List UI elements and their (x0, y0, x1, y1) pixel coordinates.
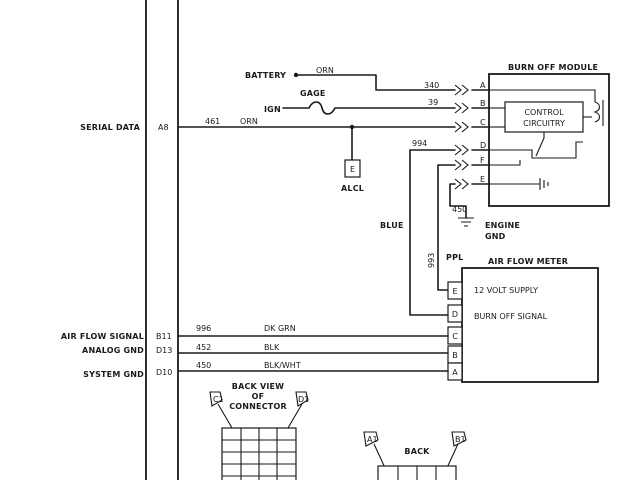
wire-994 (409, 149, 456, 316)
afm-burn-off-label: BURN OFF SIGNAL (474, 312, 548, 321)
bom-pin-d: D (480, 141, 486, 150)
wire-996-number: 996 (196, 324, 211, 333)
back-label: BACK (404, 447, 430, 456)
bom-connector-chevrons (454, 84, 469, 190)
wire-orn-battery: ORN (316, 66, 334, 75)
ecm-pin-a8: A8 (158, 123, 169, 132)
wire-993 (437, 164, 456, 291)
wire-ppl-label: PPL (446, 253, 463, 262)
afm-pin-a: A (452, 368, 458, 377)
bom-pin-f: F (480, 156, 485, 165)
control-label-1: CONTROL (524, 108, 564, 117)
battery-label: BATTERY (245, 71, 286, 80)
back-view-line1: BACK VIEW (232, 382, 284, 391)
gage-label: GAGE (300, 89, 326, 98)
afm-title: AIR FLOW METER (488, 257, 568, 266)
ign-label: IGN (264, 105, 281, 114)
system-gnd-label: SYSTEM GND (83, 370, 144, 379)
wire-dk-grn: DK GRN (264, 324, 296, 333)
afm-pin-b: B (452, 351, 458, 360)
d1-label: D1 (298, 395, 309, 404)
wire-450 (449, 183, 467, 219)
afm-12v-label: 12 VOLT SUPPLY (474, 286, 538, 295)
bom-pin-c: C (480, 118, 486, 127)
module-ground-icon (539, 178, 549, 190)
back-view-line3: CONNECTOR (229, 402, 287, 411)
bom-pin-e: E (480, 175, 485, 184)
alcl-pin: E (350, 165, 355, 174)
a1-flag (363, 431, 379, 447)
back-connector: A1 B1 BACK (363, 431, 467, 480)
burn-off-module (488, 73, 610, 207)
alcl-label: ALCL (341, 184, 364, 193)
wire-39 (282, 101, 456, 115)
engine-gnd-line1: ENGINE (485, 221, 520, 230)
wire-450b-number: 450 (196, 361, 211, 370)
bom-pin-b: B (480, 99, 486, 108)
analog-gnd-label: ANALOG GND (82, 346, 144, 355)
air-flow-meter (461, 267, 599, 383)
bom-pin-a: A (480, 81, 486, 90)
wire-340-number: 340 (424, 81, 439, 90)
b1-flag (451, 431, 467, 447)
c1-flag (209, 391, 223, 407)
bom-title: BURN OFF MODULE (508, 63, 598, 72)
wire-450-number: 450 (452, 205, 467, 214)
d1-flag (295, 391, 309, 407)
wire-452-number: 452 (196, 343, 211, 352)
afm-pin-e: E (452, 287, 457, 296)
wire-blue-label: BLUE (380, 221, 404, 230)
air-flow-signal-label: AIR FLOW SIGNAL (61, 332, 144, 341)
alcl-connector (344, 159, 361, 178)
wire-blk: BLK (264, 343, 280, 352)
wire-orn-serial: ORN (240, 117, 258, 126)
wire-461-number: 461 (205, 117, 220, 126)
wire-993-number: 993 (427, 253, 436, 268)
back-view-connector: BACK VIEW OF CONNECTOR C1 D1 (209, 382, 309, 480)
ecm-pin-b11: B11 (156, 332, 172, 341)
c1-label: C1 (213, 395, 224, 404)
wire-39-number: 39 (428, 98, 438, 107)
engine-gnd-line2: GND (485, 232, 506, 241)
ecm-pin-d10: D10 (156, 368, 172, 377)
relay-switch (535, 132, 545, 157)
a1-label: A1 (367, 435, 378, 444)
control-label-2: CIRCUITRY (523, 119, 565, 128)
b1-label: B1 (455, 435, 466, 444)
serial-data-label: SERIAL DATA (80, 123, 140, 132)
wire-994-number: 994 (412, 139, 427, 148)
ecm-pin-d13: D13 (156, 346, 172, 355)
afm-pin-d: D (452, 310, 458, 319)
wire-blk-wht: BLK/WHT (264, 361, 301, 370)
engine-ground-icon (458, 217, 474, 227)
wire-340 (295, 74, 456, 91)
relay-coil (593, 101, 601, 123)
back-view-line2: OF (252, 392, 265, 401)
afm-pin-c: C (452, 332, 458, 341)
